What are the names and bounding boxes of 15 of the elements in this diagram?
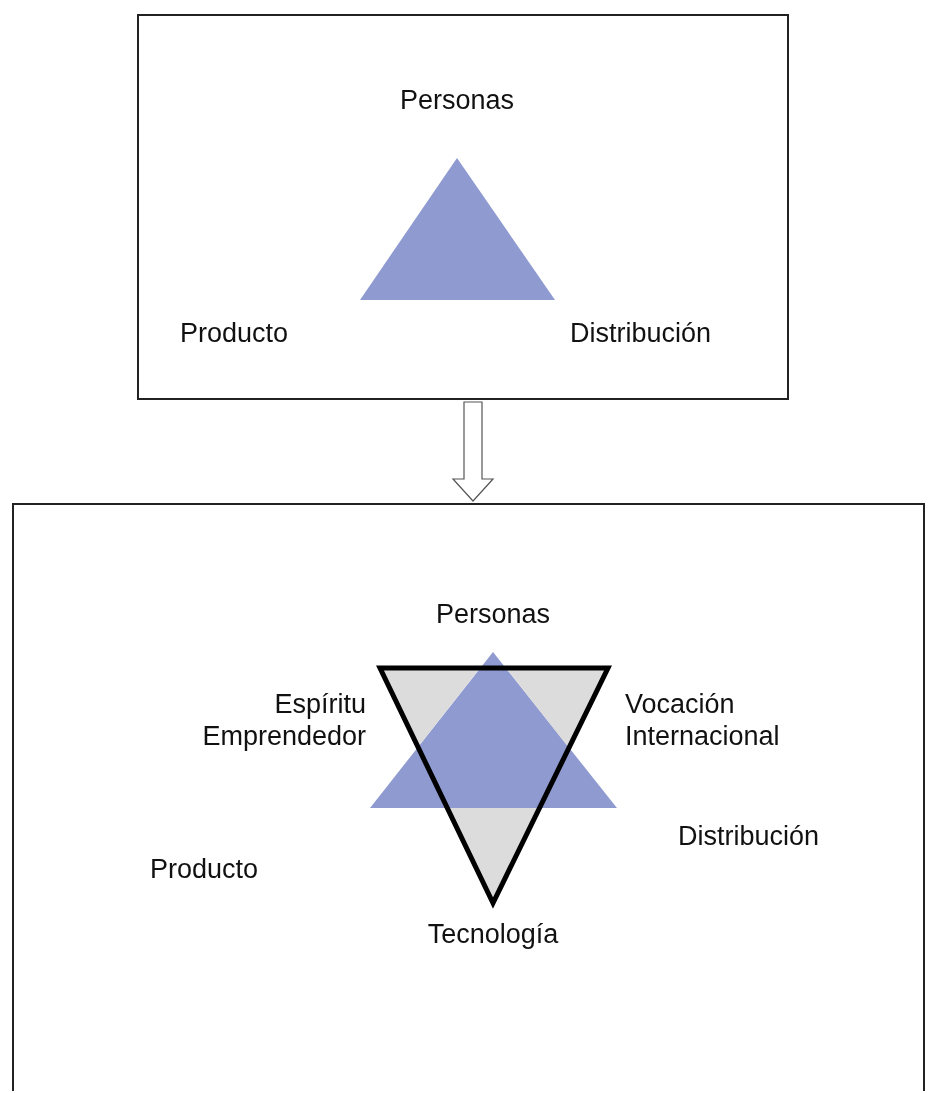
vertex-label: Tecnología [426, 918, 560, 950]
frame-box [137, 14, 789, 400]
vertex-label: Vocación Internacional [625, 688, 781, 752]
triangle-shape [368, 650, 619, 810]
vertex-label: Personas [398, 84, 516, 116]
vertex-label: Producto [150, 853, 260, 885]
vertex-label: Distribución [570, 317, 713, 349]
vertex-label: Distribución [678, 820, 821, 852]
vertex-label: Producto [180, 317, 290, 349]
inverted-triangle-shape [378, 666, 610, 906]
vertex-label: Espíritu Emprendedor [201, 688, 366, 752]
block-arrow [451, 401, 495, 502]
triangle-shape [358, 156, 558, 302]
frame-box [12, 503, 925, 1091]
vertex-label: Personas [434, 598, 552, 630]
